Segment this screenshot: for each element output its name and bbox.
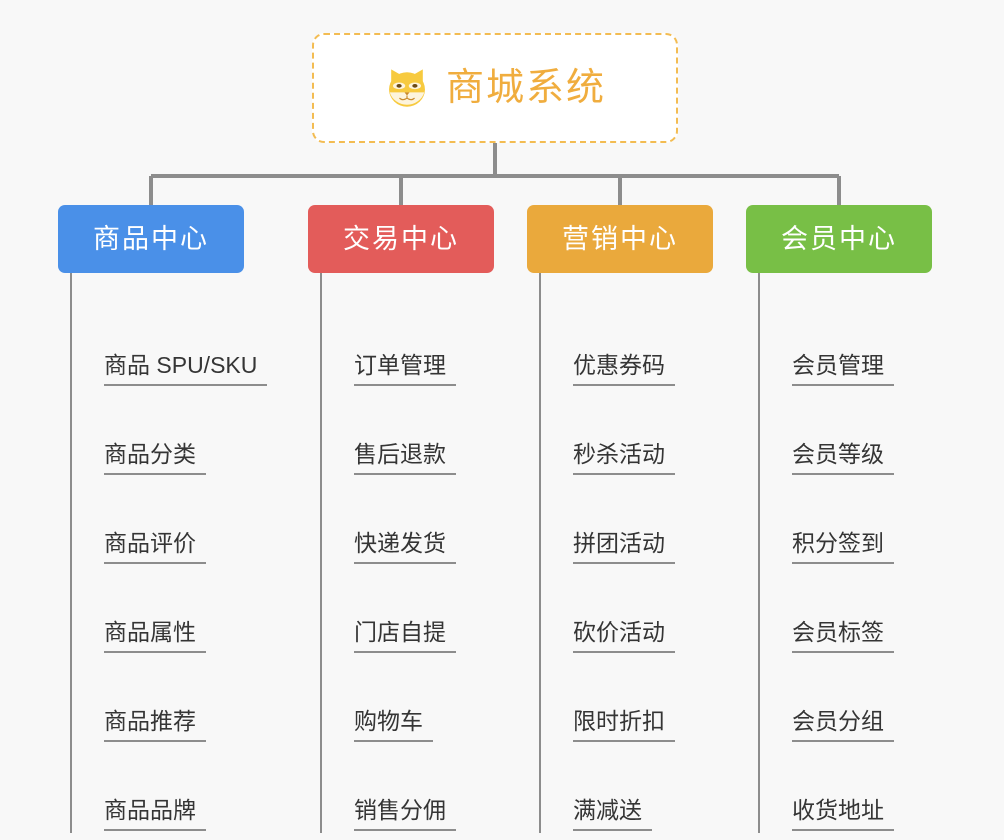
- list-item-label: 砍价活动: [573, 619, 675, 653]
- list-item[interactable]: 会员分组: [760, 655, 932, 744]
- list-item[interactable]: 商品推荐: [72, 655, 244, 744]
- root-node[interactable]: 商城系统: [312, 33, 678, 143]
- branch-column-0: 商品中心 商品 SPU/SKU 商品分类 商品评价 商品属性 商品推荐 商品品牌: [58, 205, 268, 833]
- list-item-label: 会员分组: [792, 708, 894, 742]
- branch-items-1: 订单管理 售后退款 快递发货 门店自提 购物车 销售分佣: [320, 273, 494, 833]
- list-item[interactable]: 会员等级: [760, 388, 932, 477]
- list-item-label: 积分签到: [792, 530, 894, 564]
- branch-items-3: 会员管理 会员等级 积分签到 会员标签 会员分组 收货地址: [758, 273, 932, 833]
- list-item[interactable]: 会员管理: [760, 299, 932, 388]
- list-item[interactable]: 商品品牌: [72, 744, 244, 833]
- list-item[interactable]: 满减送: [541, 744, 713, 833]
- list-item[interactable]: 限时折扣: [541, 655, 713, 744]
- list-item-label: 收货地址: [792, 797, 894, 831]
- branch-header-0[interactable]: 商品中心: [58, 205, 244, 273]
- list-item[interactable]: 售后退款: [322, 388, 494, 477]
- list-item-label: 商品 SPU/SKU: [104, 352, 268, 386]
- shiba-dog-icon: [389, 69, 425, 107]
- branch-items-2: 优惠券码 秒杀活动 拼团活动 砍价活动 限时折扣 满减送: [539, 273, 713, 833]
- list-item[interactable]: 商品属性: [72, 566, 244, 655]
- list-item-label: 限时折扣: [573, 708, 675, 742]
- list-item[interactable]: 快递发货: [322, 477, 494, 566]
- list-item[interactable]: 商品评价: [72, 477, 244, 566]
- list-item-label: 销售分佣: [354, 797, 456, 831]
- list-item[interactable]: 商品 SPU/SKU: [72, 299, 268, 388]
- list-item-label: 购物车: [354, 708, 433, 742]
- list-item-label: 优惠券码: [573, 352, 675, 386]
- list-item[interactable]: 积分签到: [760, 477, 932, 566]
- list-item[interactable]: 秒杀活动: [541, 388, 713, 477]
- branch-items-0: 商品 SPU/SKU 商品分类 商品评价 商品属性 商品推荐 商品品牌: [70, 273, 268, 833]
- list-item-label: 快递发货: [354, 530, 456, 564]
- root-title: 商城系统: [445, 67, 606, 109]
- list-item[interactable]: 收货地址: [760, 744, 932, 833]
- list-item-label: 商品推荐: [104, 708, 206, 742]
- list-item-label: 拼团活动: [573, 530, 675, 564]
- list-item[interactable]: 优惠券码: [541, 299, 713, 388]
- list-item[interactable]: 商品分类: [72, 388, 244, 477]
- list-item[interactable]: 砍价活动: [541, 566, 713, 655]
- list-item-label: 商品属性: [104, 619, 206, 653]
- list-item-label: 会员标签: [792, 619, 894, 653]
- list-item-label: 订单管理: [354, 352, 456, 386]
- list-item-label: 商品分类: [104, 441, 206, 475]
- list-item-label: 商品评价: [104, 530, 206, 564]
- branch-header-3[interactable]: 会员中心: [746, 205, 932, 273]
- list-item-label: 满减送: [573, 797, 652, 831]
- list-item-label: 会员等级: [792, 441, 894, 475]
- list-item-label: 商品品牌: [104, 797, 206, 831]
- branch-column-3: 会员中心 会员管理 会员等级 积分签到 会员标签 会员分组 收货地址: [746, 205, 932, 833]
- branch-header-1[interactable]: 交易中心: [308, 205, 494, 273]
- branch-header-2[interactable]: 营销中心: [527, 205, 713, 273]
- list-item[interactable]: 购物车: [322, 655, 494, 744]
- list-item[interactable]: 订单管理: [322, 299, 494, 388]
- list-item[interactable]: 门店自提: [322, 566, 494, 655]
- list-item[interactable]: 会员标签: [760, 566, 932, 655]
- list-item-label: 门店自提: [354, 619, 456, 653]
- list-item[interactable]: 销售分佣: [322, 744, 494, 833]
- list-item[interactable]: 拼团活动: [541, 477, 713, 566]
- list-item-label: 秒杀活动: [573, 441, 675, 475]
- branch-column-2: 营销中心 优惠券码 秒杀活动 拼团活动 砍价活动 限时折扣 满减送: [527, 205, 713, 833]
- list-item-label: 售后退款: [354, 441, 456, 475]
- list-item-label: 会员管理: [792, 352, 894, 386]
- branch-column-1: 交易中心 订单管理 售后退款 快递发货 门店自提 购物车 销售分佣: [308, 205, 494, 833]
